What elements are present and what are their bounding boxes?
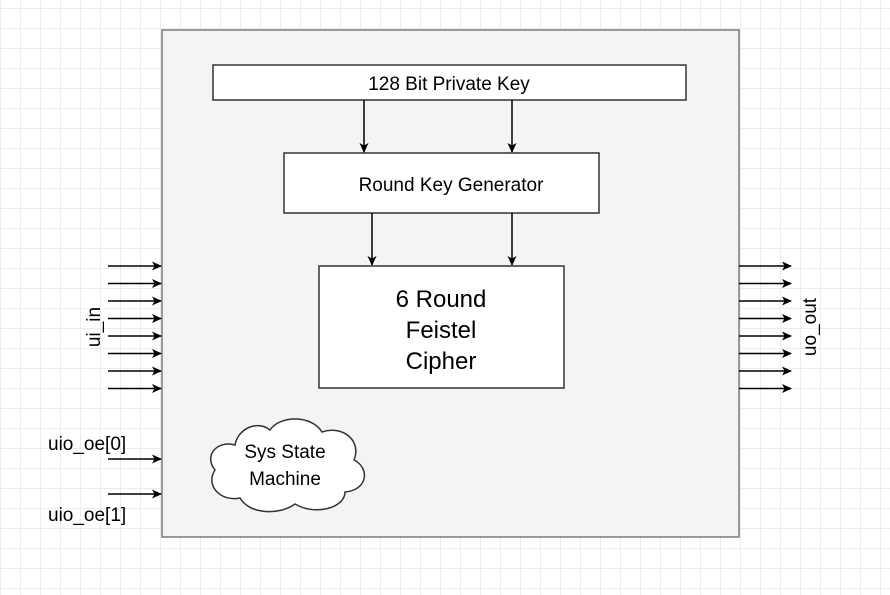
state-machine-cloud xyxy=(209,418,365,513)
uo-out-bus xyxy=(739,261,792,393)
state-machine-label-line-1: Sys State xyxy=(244,442,325,463)
state-machine-label-line-2: Machine xyxy=(249,469,321,490)
round-key-generator-label: Round Key Generator xyxy=(359,175,545,196)
cipher-label-line-2: Feistel xyxy=(406,317,477,344)
uio-oe-0-label: uio_oe[0] xyxy=(48,434,126,455)
uo-out-label: uo_out xyxy=(800,297,821,356)
feistel-cipher-block xyxy=(318,265,565,389)
uio-oe-1-label: uio_oe[1] xyxy=(48,505,126,526)
ui-in-bus xyxy=(108,261,162,393)
ui-in-label: ui_in xyxy=(84,307,105,347)
private-key-label: 128 Bit Private Key xyxy=(368,74,530,95)
round-key-generator-block xyxy=(283,152,600,214)
cipher-label-line-3: Cipher xyxy=(406,348,477,375)
private-key-block xyxy=(212,64,687,101)
cipher-label-line-1: 6 Round xyxy=(396,286,487,313)
